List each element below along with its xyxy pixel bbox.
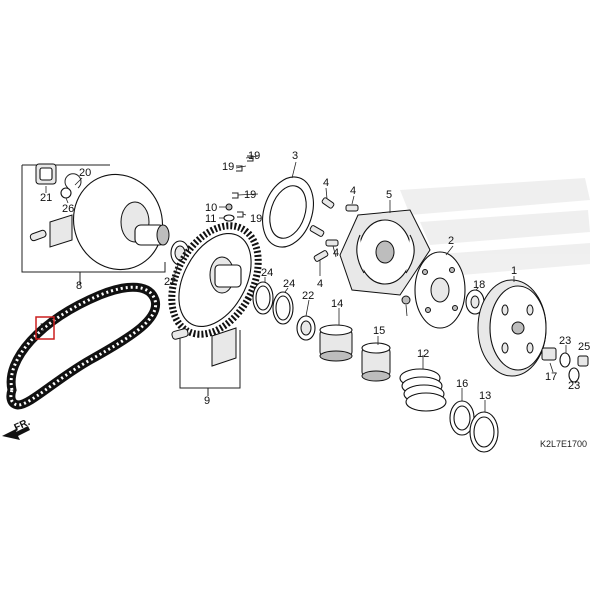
callout-2: 2 — [448, 235, 454, 247]
part-bolt-small — [401, 295, 411, 305]
grease-packet-2 — [211, 327, 237, 367]
part-17-nut — [541, 347, 557, 361]
callout-17: 17 — [545, 371, 557, 383]
callout-1: 1 — [511, 265, 517, 277]
pin-part — [29, 229, 47, 242]
part-22-seal-2 — [296, 315, 316, 341]
callout-12: 12 — [417, 348, 429, 360]
front-label: FR. — [13, 417, 32, 434]
part-10-bolt — [225, 203, 233, 211]
diagram-code: K2L7E1700 — [540, 439, 587, 449]
group-9-box — [179, 330, 241, 396]
callout-4-c: 4 — [333, 247, 339, 259]
part-26-ring — [60, 187, 72, 199]
part-24-rings — [252, 281, 294, 325]
grease-packet — [49, 214, 73, 248]
callout-15: 15 — [373, 325, 385, 337]
callout-22-right: 22 — [302, 290, 314, 302]
part-5-clutch-shoes — [339, 209, 431, 296]
driven-face — [72, 173, 170, 271]
front-direction-arrow: FR. — [2, 417, 32, 440]
callout-13: 13 — [479, 390, 491, 402]
part-14-collar — [319, 324, 353, 362]
callout-7: 7 — [40, 321, 47, 335]
callout-18: 18 — [473, 279, 485, 291]
callout-19-d: 19 — [250, 213, 262, 225]
callout-26: 26 — [62, 203, 74, 215]
part-3-plate — [262, 176, 314, 248]
callout-25: 25 — [578, 341, 590, 353]
movable-driven-face — [168, 222, 262, 338]
part-12-spring — [399, 368, 447, 412]
callout-4-a: 4 — [323, 177, 329, 189]
callout-24-b: 24 — [283, 278, 295, 290]
callout-10: 10 — [205, 202, 217, 214]
highlight-box-7 — [35, 316, 55, 340]
callout-labels: 20 21 26 8 7 22 9 3 19 19 19 19 10 11 24… — [40, 150, 590, 407]
watermark-wing-logo — [400, 178, 590, 276]
callout-22-left: 22 — [164, 276, 176, 288]
callout-14: 14 — [331, 298, 343, 310]
callout-19-c: 19 — [244, 189, 256, 201]
callout-5: 5 — [386, 189, 392, 201]
part-13-ring — [469, 411, 499, 453]
callout-4-d: 4 — [317, 278, 323, 290]
callout-23-b: 23 — [568, 380, 580, 392]
callout-8: 8 — [76, 280, 82, 292]
leader-lines — [45, 155, 567, 412]
part-25-nut — [577, 355, 589, 367]
callout-11: 11 — [205, 213, 216, 225]
callout-4-b: 4 — [350, 185, 356, 197]
part-21-bearing — [35, 163, 57, 185]
part-4-pins — [309, 197, 359, 262]
guide-pin — [171, 328, 189, 340]
callout-16: 16 — [456, 378, 468, 390]
part-20-circlip — [64, 173, 82, 189]
part-23-washer — [559, 352, 580, 383]
part-11-washer — [223, 214, 235, 222]
callout-24-a: 24 — [261, 267, 273, 279]
callout-9: 9 — [204, 395, 210, 407]
callout-19-a: 19 — [248, 150, 260, 162]
part-2-plate — [414, 251, 466, 329]
callout-23-a: 23 — [559, 335, 571, 347]
part-19-clips — [232, 155, 254, 218]
part-1-clutch-outer — [477, 279, 547, 377]
callout-21: 21 — [40, 192, 52, 204]
callout-20: 20 — [79, 167, 91, 179]
part-15-collar — [361, 342, 391, 382]
drive-belt — [6, 282, 161, 410]
callout-3: 3 — [292, 150, 298, 162]
callout-19-b: 19 — [222, 161, 234, 173]
